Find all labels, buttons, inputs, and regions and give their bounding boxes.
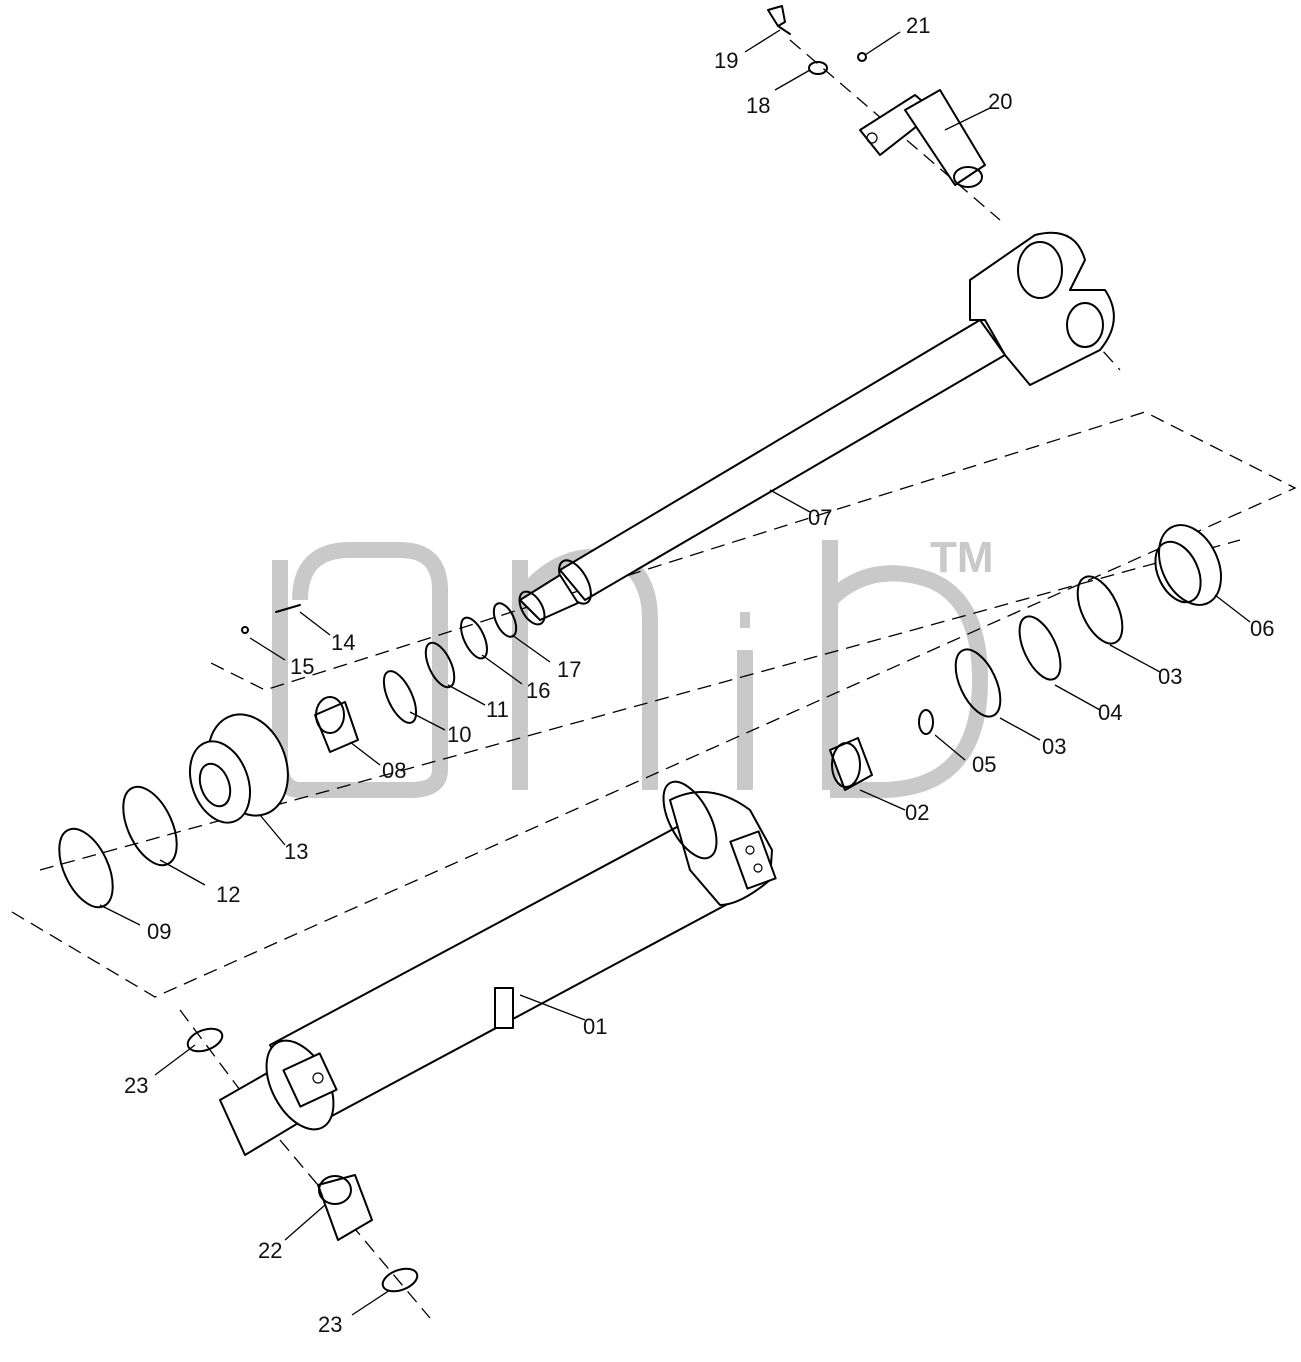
callout-03-upper: 03 <box>1158 664 1182 689</box>
callout-09: 09 <box>147 919 171 944</box>
callout-08: 08 <box>382 758 406 783</box>
callout-04: 04 <box>1098 700 1122 725</box>
callout-labels: 01 02 03 03 04 05 06 07 08 09 10 11 12 1… <box>124 13 1274 1337</box>
callout-17: 17 <box>557 657 581 682</box>
callout-23-lower: 23 <box>318 1312 342 1337</box>
callout-22: 22 <box>258 1238 282 1263</box>
callout-13: 13 <box>284 839 308 864</box>
callout-07: 07 <box>808 505 832 530</box>
callout-18: 18 <box>746 93 770 118</box>
callout-23-upper: 23 <box>124 1073 148 1098</box>
callout-20: 20 <box>988 89 1012 114</box>
seals-and-rings <box>58 524 1222 1293</box>
callout-12: 12 <box>216 882 240 907</box>
callout-15: 15 <box>290 654 314 679</box>
pin-assembly <box>767 5 986 188</box>
callout-21: 21 <box>906 13 930 38</box>
callout-14: 14 <box>331 630 355 655</box>
gland <box>189 713 289 824</box>
callout-03-lower: 03 <box>1042 734 1066 759</box>
callout-10: 10 <box>447 722 471 747</box>
watermark-logo: TM <box>272 533 994 798</box>
cylinder-tube <box>219 780 777 1156</box>
callout-06: 06 <box>1250 616 1274 641</box>
callout-11: 11 <box>486 697 509 722</box>
callout-16: 16 <box>526 678 550 703</box>
callout-01: 01 <box>583 1014 607 1039</box>
piston-rod <box>518 231 1115 626</box>
trademark-mark: TM <box>930 533 994 582</box>
leader-lines <box>99 29 1251 1316</box>
callout-05: 05 <box>972 752 996 777</box>
callout-02: 02 <box>905 800 929 825</box>
callout-19: 19 <box>714 48 738 73</box>
